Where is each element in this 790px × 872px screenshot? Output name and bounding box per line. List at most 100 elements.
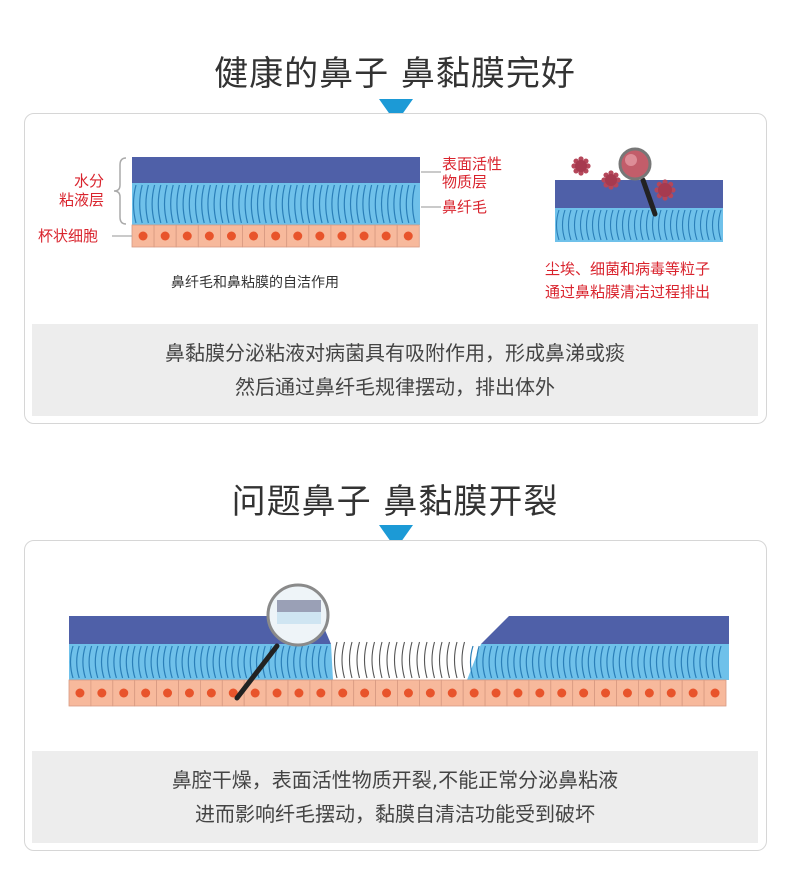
cell-nucleus xyxy=(315,231,325,241)
cilium xyxy=(125,645,130,679)
cell-nucleus xyxy=(316,688,326,698)
cilium xyxy=(300,184,304,224)
cilium xyxy=(207,184,211,224)
section1-caption-line-2: 然后通过鼻纤毛规律摆动，排出体外 xyxy=(235,375,555,399)
dust-caption-1: 尘埃、细菌和病毒等粒子 xyxy=(545,260,711,278)
cell-nucleus xyxy=(403,688,413,698)
section1-caption-line-1: 鼻黏膜分泌粘液对病菌具有吸附作用，形成鼻涕或痰 xyxy=(165,341,625,365)
cilium xyxy=(513,645,517,679)
cilium xyxy=(525,645,530,679)
cell-nucleus xyxy=(491,688,501,698)
cilium xyxy=(286,645,291,679)
dry-cilium xyxy=(446,641,451,679)
dry-cilium xyxy=(408,641,413,679)
cilium xyxy=(206,645,210,679)
cilium xyxy=(668,645,672,679)
cell-nucleus xyxy=(425,688,435,698)
cilium xyxy=(368,184,373,224)
cilium xyxy=(621,209,626,241)
cilium xyxy=(144,645,148,679)
cilium xyxy=(337,184,342,224)
cilium xyxy=(655,645,660,679)
cell-nucleus xyxy=(337,231,347,241)
cilium xyxy=(343,184,348,224)
cilium xyxy=(587,645,592,679)
cell-nucleus xyxy=(272,688,282,698)
cilium xyxy=(176,184,180,224)
cilium xyxy=(569,645,573,679)
cilium xyxy=(157,184,162,224)
cilium xyxy=(256,184,261,224)
dry-cilium xyxy=(431,641,436,679)
cilium xyxy=(281,184,286,224)
dust-removal-diagram xyxy=(555,147,723,242)
magnifier-icon xyxy=(618,147,658,217)
cilium xyxy=(387,184,391,224)
cilium xyxy=(500,645,505,679)
label-water: 水分 xyxy=(74,172,105,190)
right-pointer-lines xyxy=(421,171,441,208)
cell-nucleus xyxy=(601,688,611,698)
cilium xyxy=(287,184,292,224)
cell-nucleus xyxy=(97,688,107,698)
cilium xyxy=(162,645,167,679)
cilium xyxy=(399,184,404,224)
cilium xyxy=(639,209,644,241)
cilium xyxy=(224,645,229,679)
surface-layer-right xyxy=(481,616,729,644)
cilium xyxy=(187,645,192,679)
cilium xyxy=(699,645,703,679)
cilium xyxy=(603,209,608,241)
cilium xyxy=(591,209,596,241)
cilium xyxy=(544,645,548,679)
cell-nucleus xyxy=(688,688,698,698)
cell-nucleus xyxy=(469,688,479,698)
cilium xyxy=(693,645,697,679)
cilium xyxy=(280,645,285,679)
cilium xyxy=(597,209,602,241)
cilium xyxy=(175,645,179,679)
cilium xyxy=(649,645,654,679)
cilium xyxy=(238,184,242,224)
cilium xyxy=(699,209,704,241)
cilium xyxy=(519,645,524,679)
cilium xyxy=(637,645,641,679)
cell-nucleus xyxy=(622,688,632,698)
cell-nucleus xyxy=(160,231,170,241)
cilium xyxy=(717,209,722,241)
dry-cilium xyxy=(371,641,376,679)
cell-pointer-line xyxy=(112,235,132,237)
virus-particle xyxy=(571,156,591,176)
cilium xyxy=(299,645,303,679)
cilium xyxy=(627,209,632,241)
cilium xyxy=(244,184,249,224)
cell-nucleus xyxy=(138,231,148,241)
cilium xyxy=(324,645,328,679)
cilium xyxy=(170,184,174,224)
cell-nucleus xyxy=(294,688,304,698)
cilium xyxy=(132,184,137,224)
cilium xyxy=(362,184,366,224)
cilium xyxy=(675,209,680,241)
cilium xyxy=(663,209,668,241)
cilium xyxy=(275,184,280,224)
cilium xyxy=(612,645,617,679)
dry-cilium xyxy=(378,641,383,679)
cilium xyxy=(76,645,80,679)
surface-layer xyxy=(555,180,723,208)
cilium xyxy=(711,645,716,679)
dry-cilium xyxy=(356,641,361,679)
cilium xyxy=(411,184,416,224)
cell-nucleus xyxy=(75,688,85,698)
cilium xyxy=(550,645,555,679)
cilium xyxy=(100,645,105,679)
cell-nucleus xyxy=(182,231,192,241)
cilium xyxy=(575,645,579,679)
cilium xyxy=(312,184,317,224)
cell-nucleus xyxy=(163,688,173,698)
cilium xyxy=(476,645,480,679)
cilium xyxy=(218,645,223,679)
cilium xyxy=(705,645,710,679)
cilium xyxy=(237,645,241,679)
cilium xyxy=(562,645,567,679)
